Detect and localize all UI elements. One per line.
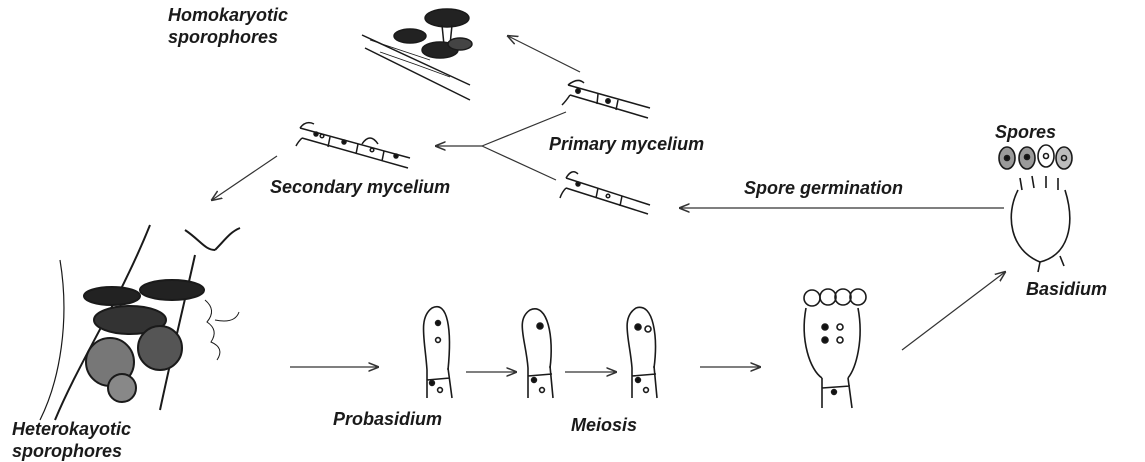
secondary-mycelium-hypha: [296, 123, 410, 168]
homokaryotic-line-1: Homokaryotic: [168, 4, 288, 26]
arrows: [212, 36, 1005, 372]
meiosis-cell: [627, 307, 657, 398]
basidium-label: Basidium: [1026, 278, 1107, 300]
primary-mycelium-hypha-top: [562, 80, 650, 118]
primary-mycelium-hypha-bottom: [560, 172, 650, 214]
homokaryotic-sporophores-illustration: [362, 9, 472, 100]
spores-label: Spores: [995, 121, 1056, 143]
secondary-mycelium-label: Secondary mycelium: [270, 176, 450, 198]
heterokaryotic-line-1: Heterokayotic: [12, 418, 131, 440]
heterokaryotic-sporophores-label: Heterokayotic sporophores: [12, 418, 131, 462]
basidium-with-spores: [999, 145, 1072, 272]
basidium-with-sterigmata: [804, 289, 866, 408]
probasidium-cell: [423, 307, 452, 398]
heterokaryotic-sporophores-illustration: [40, 225, 240, 420]
heterokaryotic-line-2: sporophores: [12, 440, 131, 462]
arrow-basidium-to-mature: [902, 272, 1005, 350]
basidium-stage-two: [522, 309, 553, 398]
meiosis-label: Meiosis: [571, 414, 637, 436]
primary-mycelium-label: Primary mycelium: [549, 133, 704, 155]
arrow-primary-to-homokaryotic: [508, 36, 580, 72]
spore-germination-label: Spore germination: [744, 177, 903, 199]
homokaryotic-sporophores-label: Homokaryotic sporophores: [168, 4, 288, 48]
arrow-secondary-to-heterokaryotic: [212, 156, 277, 200]
homokaryotic-line-2: sporophores: [168, 26, 288, 48]
probasidium-label: Probasidium: [333, 408, 442, 430]
